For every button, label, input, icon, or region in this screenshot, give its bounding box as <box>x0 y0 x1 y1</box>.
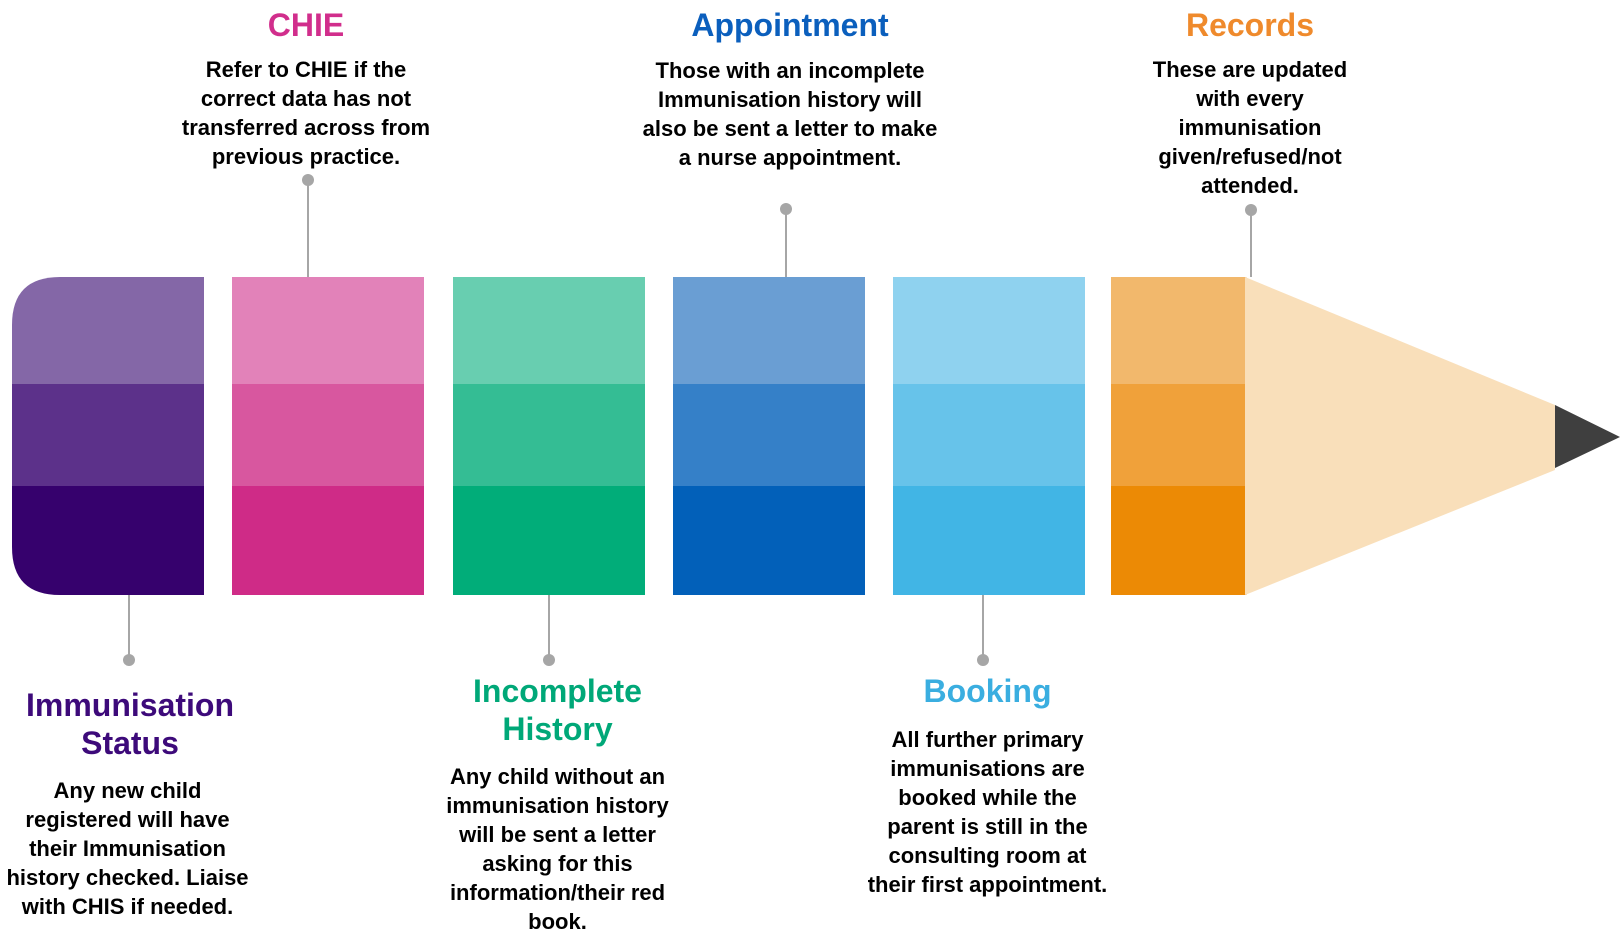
segment-band-2 <box>673 384 865 486</box>
step-text-immunisation-status: Any new child registered will have their… <box>6 778 249 919</box>
segment-band-3 <box>232 486 424 595</box>
connector-immunisation-status <box>123 595 135 666</box>
connector-appointment <box>780 203 792 277</box>
connector-dot <box>123 654 135 666</box>
step-title-appointment: Appointment <box>691 7 889 43</box>
segment-band-1 <box>232 277 424 384</box>
connector-dot <box>302 174 314 186</box>
segment-band-1 <box>453 277 645 384</box>
step-text-chie: Refer to CHIE if the correct data has no… <box>181 57 431 169</box>
segment-band-3 <box>12 486 204 595</box>
segment-band-2 <box>453 384 645 486</box>
segment-band-3 <box>893 486 1085 595</box>
segment-band-3 <box>673 486 865 595</box>
segment-band-3 <box>1111 486 1246 595</box>
segment-band-1 <box>12 277 204 384</box>
step-text-appointment: Those with an incomplete Immunisation hi… <box>642 58 938 170</box>
step-title-booking: Booking <box>923 673 1052 709</box>
segment-band-1 <box>893 277 1085 384</box>
pencil-wood-tip <box>1245 277 1555 595</box>
segment-band-2 <box>893 384 1085 486</box>
segment-band-1 <box>673 277 865 384</box>
pencil-segment-appointment <box>673 277 865 595</box>
connector-dot <box>1245 204 1257 216</box>
pencil-segment-incomplete-history <box>453 277 645 595</box>
segment-band-2 <box>232 384 424 486</box>
connector-dot <box>780 203 792 215</box>
segment-band-2 <box>12 384 204 486</box>
step-title-immunisation-status: Immunisation Status <box>25 687 234 761</box>
segment-band-1 <box>1111 277 1246 384</box>
pencil-segment-immunisation-status <box>12 277 204 595</box>
step-title-records: Records <box>1185 7 1315 43</box>
step-title-incomplete-history: Incomplete History <box>473 673 642 747</box>
segment-band-2 <box>1111 384 1246 486</box>
connector-records <box>1245 204 1257 277</box>
step-text-booking: All further primary immunisations are bo… <box>867 727 1108 897</box>
step-text-incomplete-history: Any child without an immunisation histor… <box>446 764 669 934</box>
segment-band-3 <box>453 486 645 595</box>
connector-dot <box>543 654 555 666</box>
step-title-chie: CHIE <box>267 7 345 43</box>
connector-booking <box>977 595 989 666</box>
step-text-records: These are updated with every immunisatio… <box>1152 57 1348 198</box>
pencil-segment-booking <box>893 277 1085 595</box>
pencil-lead-tip <box>1555 405 1620 468</box>
connector-incomplete-history <box>543 595 555 666</box>
connector-chie <box>302 174 314 277</box>
pencil-segment-chie <box>232 277 424 595</box>
connector-dot <box>977 654 989 666</box>
